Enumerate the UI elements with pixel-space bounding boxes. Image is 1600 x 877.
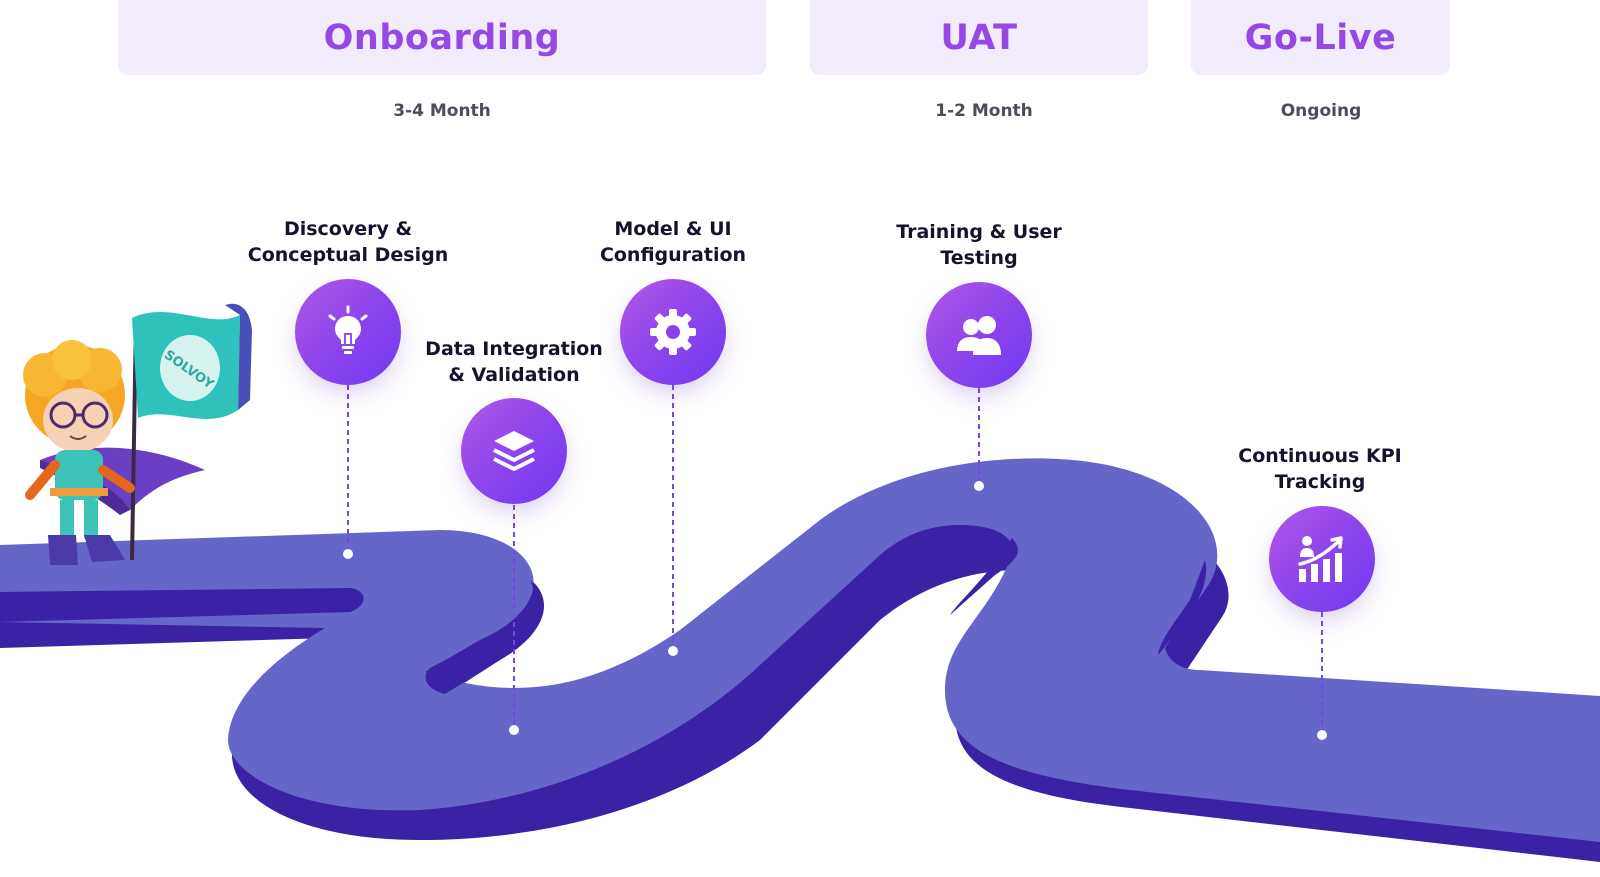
step-label-line: Configuration [599,244,747,266]
road-inner-lip [950,538,1018,615]
road-inner-lip [1158,560,1207,655]
step-label-model-ui: Model & UI Configuration [553,216,793,268]
step-label-kpi: Continuous KPI Tracking [1200,443,1440,495]
layers-icon [493,431,535,471]
connector-model-ui [668,385,678,656]
growth-chart-icon [1298,536,1343,582]
step-label-line: Training & User [896,221,1062,243]
step-icon-model-ui [620,279,726,385]
step-label-line: Testing [940,247,1018,269]
connector-data-integration [509,505,519,735]
phase-uat: UAT [810,0,1148,75]
phase-duration-go-live: Ongoing [1280,101,1362,121]
step-label-line: Continuous KPI [1238,445,1402,467]
step-icon-training [926,282,1032,388]
mascot-illustration: SOLVOY [23,303,252,565]
step-icon-data-integration [461,398,567,504]
road-inner-lip [425,580,544,694]
step-label-line: Conceptual Design [247,244,449,266]
step-label-data-integration: Data Integration & Validation [394,336,634,388]
step-label-line: Model & UI [614,218,732,240]
step-label-line: Tracking [1274,471,1366,493]
gear-icon [650,309,696,355]
users-icon [957,316,1001,355]
phase-go-live: Go-Live [1191,0,1450,75]
step-label-line: Data Integration [425,338,603,360]
connector-discovery [343,385,353,559]
lightbulb-icon [328,305,368,354]
step-label-training: Training & User Testing [859,219,1099,271]
step-icon-kpi [1269,506,1375,612]
step-label-line: & Validation [448,364,580,386]
phase-duration-uat: 1-2 Month [935,101,1033,121]
road-inner-lip [0,588,364,622]
step-label-line: Discovery & [283,218,413,240]
step-icon-discovery [295,279,401,385]
road-top [0,458,1600,842]
connector-kpi [1317,612,1327,740]
step-label-discovery: Discovery & Conceptual Design [228,216,468,268]
connector-training [974,388,984,491]
phase-duration-onboarding: 3-4 Month [393,101,491,121]
phase-onboarding: Onboarding [118,0,766,75]
